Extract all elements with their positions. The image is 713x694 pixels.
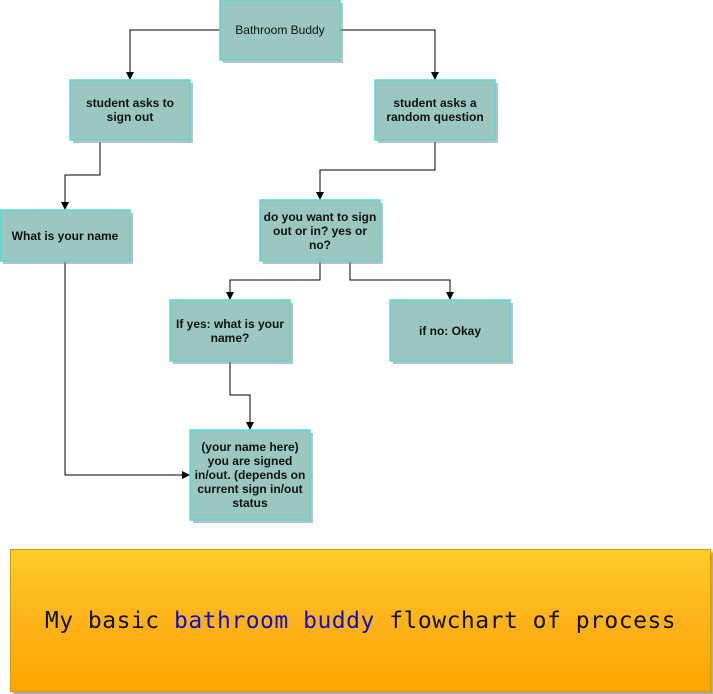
node-if-yes bbox=[169, 299, 291, 362]
banner-title: My basic bathroom buddy flowchart of pro… bbox=[45, 608, 676, 634]
node-random-question bbox=[374, 79, 496, 141]
edge-do-you-want-to-if-no bbox=[349, 262, 454, 300]
node-result bbox=[189, 429, 311, 521]
node-label-if-yes: If yes: what is your name? bbox=[175, 316, 285, 345]
edge-do-you-want-to-if-yes bbox=[226, 262, 321, 300]
banner-title-highlight: bathroom buddy bbox=[173, 607, 375, 634]
node-if-no bbox=[389, 299, 511, 362]
edge-if-yes-to-result bbox=[229, 362, 254, 430]
node-sign-out bbox=[69, 79, 191, 141]
node-what-name bbox=[0, 209, 131, 262]
node-label-what-name: What is your name bbox=[11, 228, 119, 243]
node-label-if-no: if no: Okay bbox=[418, 323, 481, 338]
node-bathroom-buddy bbox=[219, 0, 341, 61]
flowchart-canvas bbox=[0, 0, 513, 523]
edge-sign-out-to-what-name bbox=[61, 142, 101, 210]
node-label-random-question: student asks a random question bbox=[386, 96, 484, 124]
node-label-sign-out: student asks to sign out bbox=[85, 96, 175, 124]
node-label-do-you-want: do you want to sign out or in? yes or no… bbox=[263, 209, 377, 252]
edge-random-to-do-you-want bbox=[316, 142, 436, 200]
edge-what-name-to-result bbox=[64, 262, 190, 479]
node-label-bathroom-buddy: Bathroom Buddy bbox=[235, 23, 325, 37]
node-label-result: (your name here) you are signed in/out. … bbox=[194, 440, 306, 510]
node-do-you-want bbox=[259, 199, 381, 262]
banner-title-part2: flowchart of process bbox=[374, 607, 677, 634]
banner-title-part1: My basic bbox=[44, 607, 174, 634]
edge-root-to-sign-out bbox=[126, 29, 220, 80]
edge-root-to-random-question bbox=[340, 29, 439, 80]
title-banner: My basic bathroom buddy flowchart of pro… bbox=[10, 549, 711, 692]
